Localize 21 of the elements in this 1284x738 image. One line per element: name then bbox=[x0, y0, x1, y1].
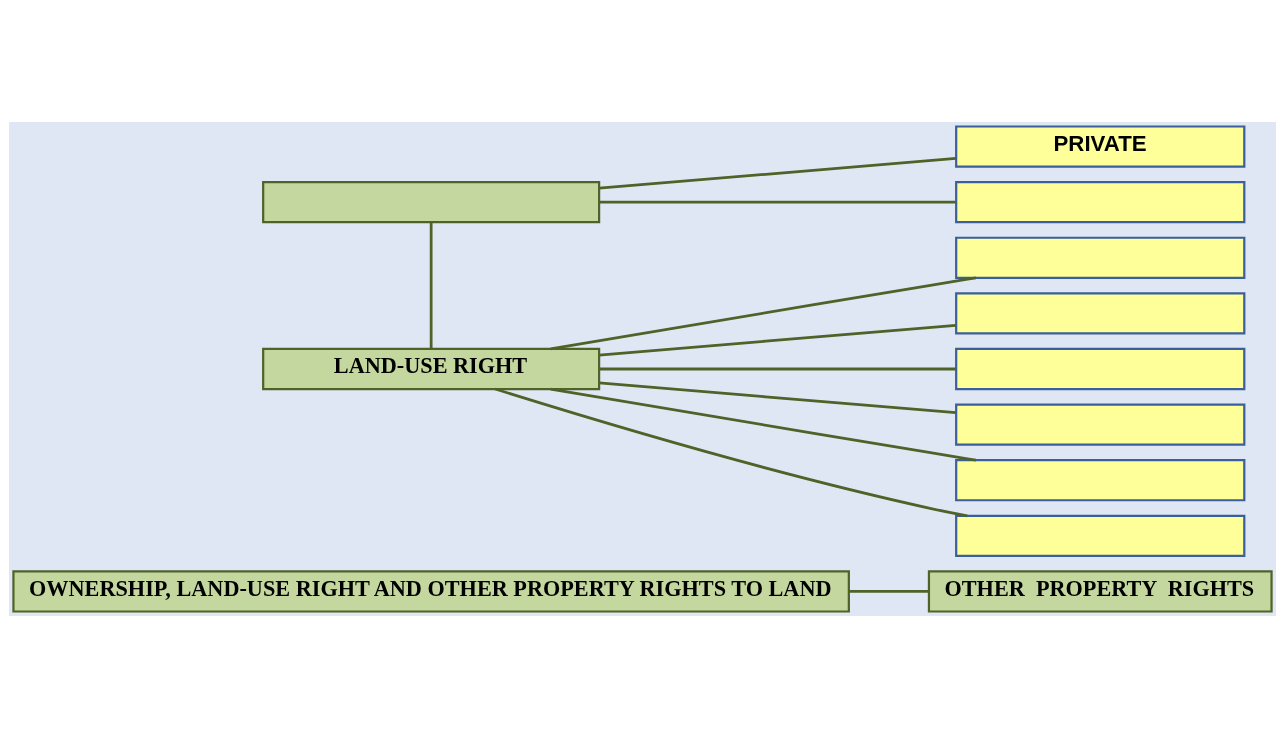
connector bbox=[598, 200, 956, 204]
connector bbox=[848, 590, 929, 593]
node-box bbox=[954, 403, 1245, 446]
node-box bbox=[954, 514, 1245, 557]
connector bbox=[494, 387, 968, 518]
node-box bbox=[954, 181, 1245, 224]
node-box: PRIVATE bbox=[954, 125, 1245, 168]
node-box bbox=[954, 459, 1245, 502]
node-box bbox=[261, 181, 600, 224]
node-box: OTHER PROPERTY RIGHTS bbox=[927, 570, 1273, 613]
connector bbox=[598, 367, 956, 371]
node-box: OWNERSHIP, LAND-USE RIGHT AND OTHER PROPERTY RIGHTS TO LAND bbox=[11, 570, 850, 613]
connector bbox=[429, 222, 433, 349]
connector bbox=[598, 323, 956, 357]
node-box bbox=[954, 236, 1245, 279]
node-box: LAND-USE RIGHT bbox=[261, 347, 600, 391]
node-box bbox=[954, 347, 1245, 391]
node-box bbox=[954, 292, 1245, 335]
connector bbox=[598, 381, 956, 415]
connector bbox=[549, 387, 976, 462]
connector bbox=[598, 157, 956, 190]
